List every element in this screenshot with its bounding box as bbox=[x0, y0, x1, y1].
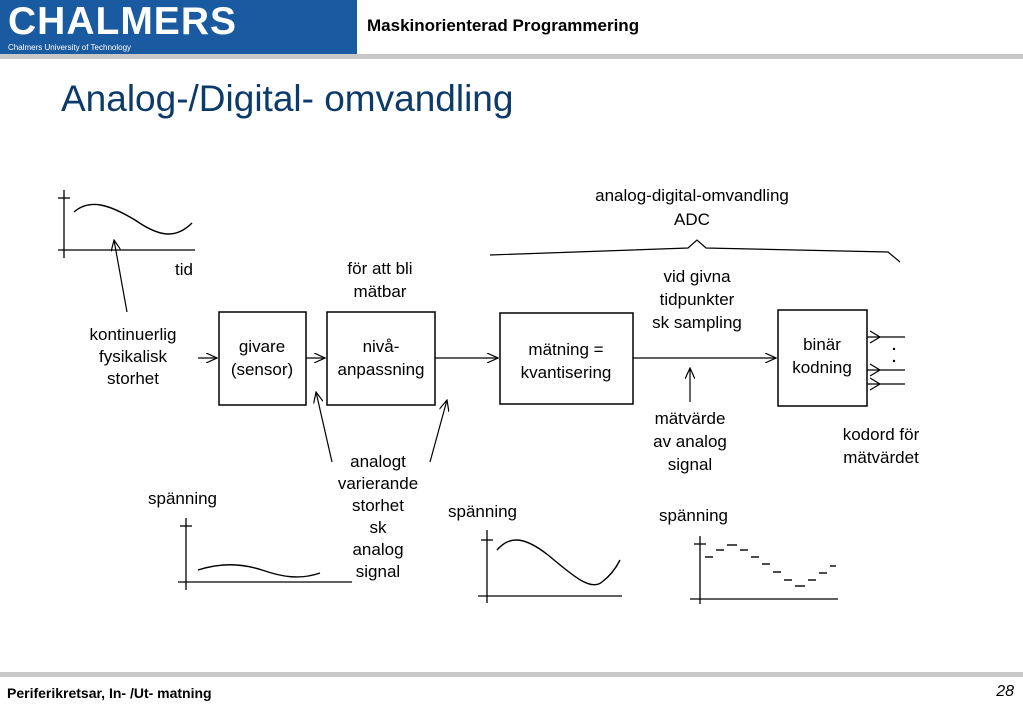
logo-subtitle: Chalmers University of Technology bbox=[8, 43, 132, 52]
quantized-steps bbox=[705, 544, 836, 587]
measurable-label-2: mätbar bbox=[354, 282, 407, 301]
binary-output-arrowhead-3a bbox=[869, 377, 881, 385]
sensor-box bbox=[218, 311, 307, 406]
quant-label-1: mätning = bbox=[528, 340, 603, 359]
course-title: Maskinorienterad Programmering bbox=[367, 16, 640, 35]
logo-wordmark: CHALMERS bbox=[8, 0, 237, 43]
analog-label-5: analog bbox=[352, 540, 403, 559]
input-label-1: kontinuerlig bbox=[90, 325, 177, 344]
adc-brace bbox=[489, 239, 901, 263]
footer-title: Periferikretsar, In- /Ut- matning bbox=[7, 685, 212, 701]
codeword-label-2: mätvärdet bbox=[843, 448, 919, 467]
continuous-signal-curve bbox=[73, 203, 193, 235]
amplified-signal-curve bbox=[496, 539, 621, 586]
binary-output-arrowhead-2a bbox=[869, 363, 881, 371]
pointer-arrow-input bbox=[114, 240, 128, 313]
measval-label-1: mätvärde bbox=[655, 409, 726, 428]
binary-output-arrowhead-2b bbox=[869, 369, 881, 377]
analog-label-2: varierande bbox=[338, 474, 418, 493]
analog-label-6: signal bbox=[356, 562, 400, 581]
time-label: tid bbox=[175, 260, 193, 279]
binary-label-1: binär bbox=[803, 335, 841, 354]
voltage-plot-amplified: spänning bbox=[448, 502, 622, 603]
sampling-label-1: vid givna bbox=[663, 267, 731, 286]
adc-label-2: ADC bbox=[674, 210, 710, 229]
binary-output-arrowhead-3b bbox=[869, 383, 881, 391]
measurable-label-1: för att bli bbox=[347, 259, 412, 278]
chalmers-logo: CHALMERS Chalmers University of Technolo… bbox=[0, 0, 357, 56]
page-number: 28 bbox=[996, 683, 1014, 700]
header-divider bbox=[0, 54, 1023, 59]
input-label-3: storhet bbox=[107, 369, 159, 388]
slide-title: Analog-/Digital- omvandling bbox=[61, 78, 514, 119]
pointer-arrow-analog-right bbox=[429, 400, 447, 463]
binary-label-2: kodning bbox=[792, 358, 852, 377]
analog-label-4: sk bbox=[370, 518, 388, 537]
level-label-2: anpassning bbox=[338, 360, 425, 379]
binary-output-dot-1 bbox=[892, 347, 896, 351]
binary-output-arrowhead-1a bbox=[869, 330, 881, 338]
measval-label-3: signal bbox=[668, 455, 712, 474]
voltage-label-1: spänning bbox=[148, 489, 217, 508]
binary-output-dot-2 bbox=[892, 359, 896, 363]
small-signal-curve bbox=[197, 564, 321, 578]
voltage-plot-small: spänning bbox=[148, 489, 352, 590]
sensor-label-1: givare bbox=[239, 337, 285, 356]
codeword-label-1: kodord för bbox=[843, 425, 920, 444]
pointer-arrow-analog-left bbox=[316, 392, 333, 463]
voltage-label-2: spänning bbox=[448, 502, 517, 521]
sensor-label-2: (sensor) bbox=[231, 360, 293, 379]
level-adjust-box bbox=[326, 311, 436, 406]
level-label-1: nivå- bbox=[363, 337, 400, 356]
analog-label-1: analogt bbox=[350, 452, 406, 471]
adc-label-1: analog-digital-omvandling bbox=[595, 186, 789, 205]
quant-label-2: kvantisering bbox=[521, 363, 612, 382]
footer-divider bbox=[0, 672, 1023, 677]
voltage-label-3: spänning bbox=[659, 506, 728, 525]
measval-label-2: av analog bbox=[653, 432, 727, 451]
sampling-label-2: tidpunkter bbox=[660, 290, 735, 309]
continuous-signal-plot: tid bbox=[58, 190, 195, 279]
voltage-plot-quantized: spänning bbox=[659, 506, 838, 604]
sampling-label-3: sk sampling bbox=[652, 313, 742, 332]
input-label-2: fysikalisk bbox=[99, 347, 168, 366]
binary-output-arrowhead-1b bbox=[869, 336, 881, 344]
analog-label-3: storhet bbox=[352, 496, 404, 515]
binary-coding-box bbox=[777, 309, 868, 407]
